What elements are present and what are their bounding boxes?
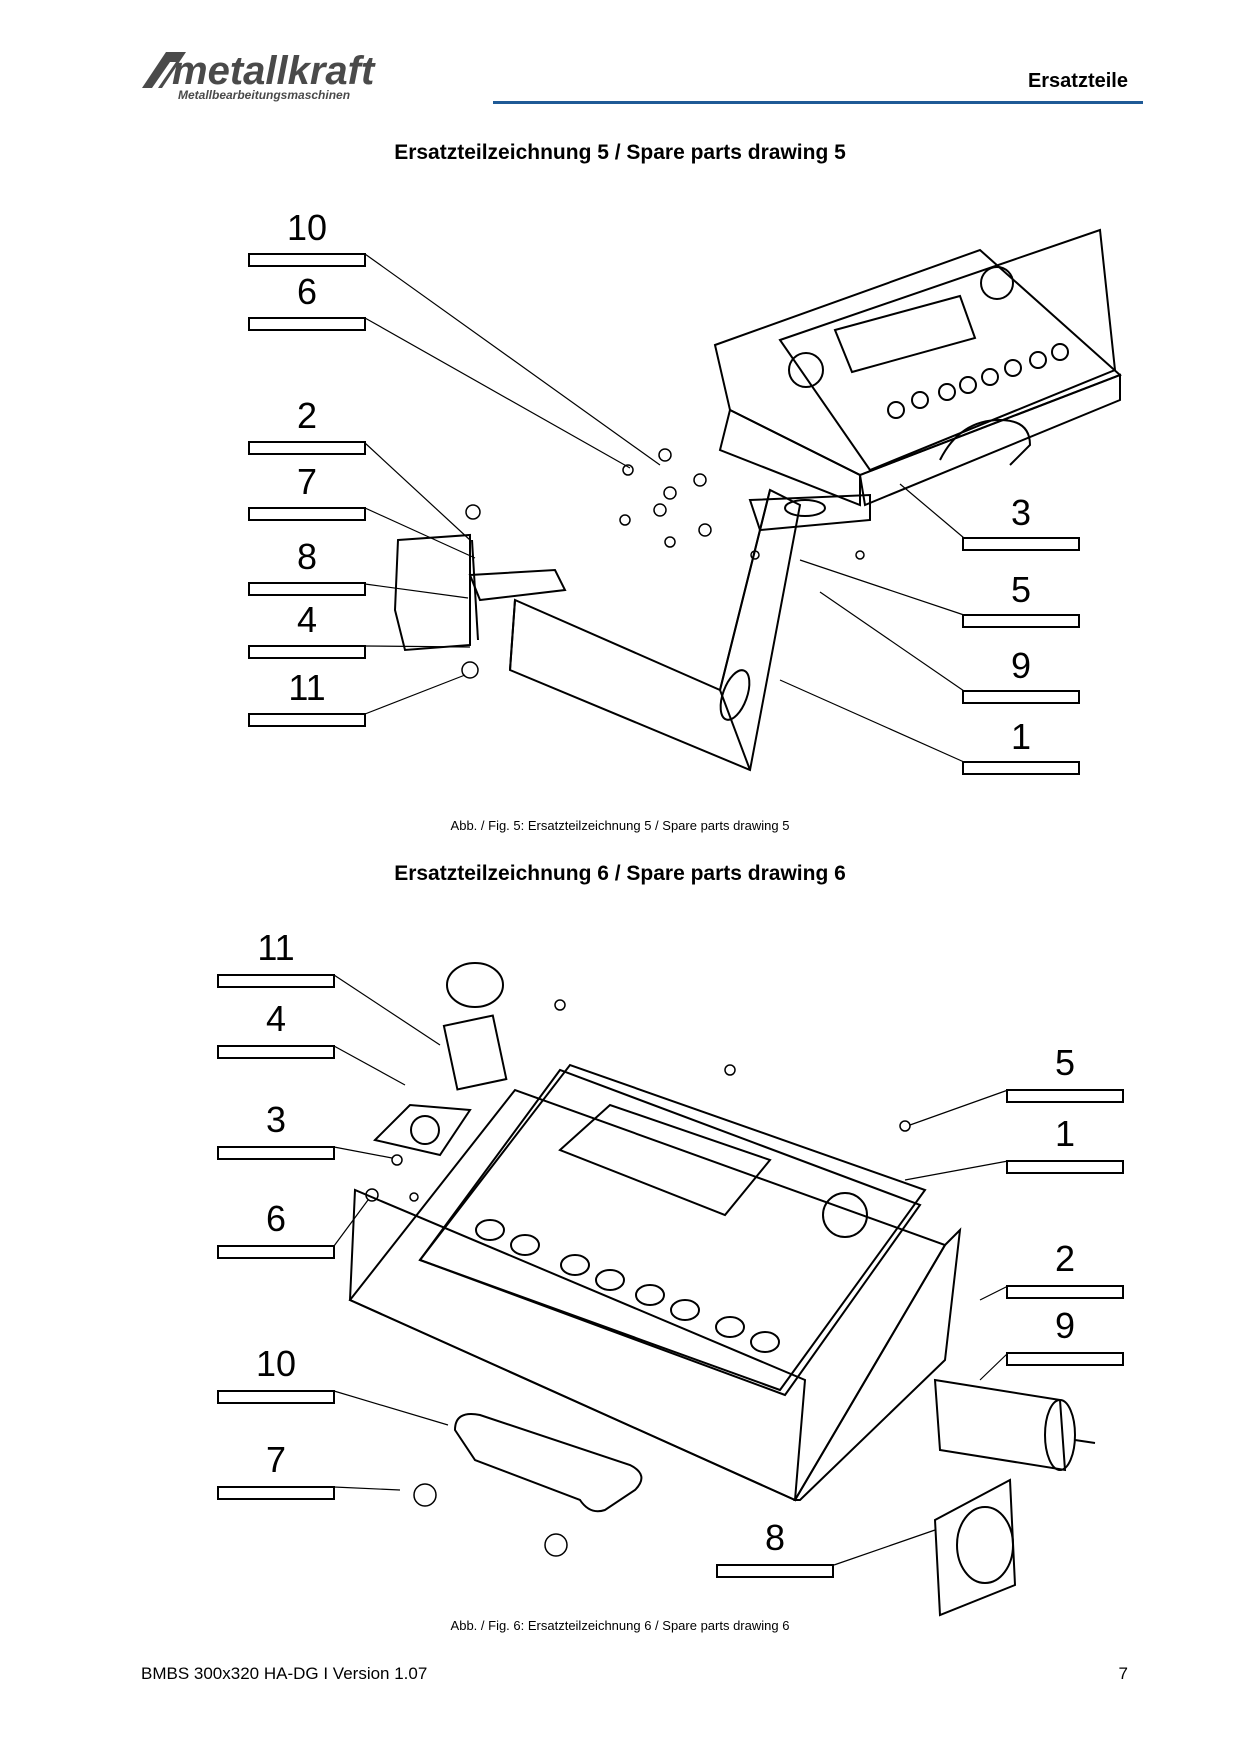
estop-assembly	[373, 962, 508, 1157]
callout-box	[962, 761, 1080, 775]
callout-box	[217, 1486, 335, 1500]
callout-label: 8	[764, 1517, 786, 1558]
callout-label: 2	[1054, 1238, 1076, 1279]
callout-label: 3	[1010, 492, 1032, 533]
callout-label: 6	[296, 271, 318, 312]
drawing6-illustration	[333, 962, 1096, 1617]
page-number: 7	[1118, 1664, 1128, 1683]
callout-label: 9	[1054, 1305, 1076, 1346]
callout-box	[716, 1564, 834, 1578]
callout-box	[1006, 1089, 1124, 1103]
header-rule	[493, 101, 1143, 104]
callout-label: 1	[1054, 1113, 1076, 1154]
control-box	[713, 228, 1122, 507]
drawing5-title: Ersatzteilzeichnung 5 / Spare parts draw…	[394, 141, 846, 164]
callout-box	[248, 645, 366, 659]
brand-subtitle: Metallbearbeitungsmaschinen	[178, 88, 351, 102]
callout-box	[248, 713, 366, 727]
callout-label: 4	[296, 599, 318, 640]
callout-label: 10	[286, 207, 328, 248]
swing-arm	[508, 488, 871, 772]
callout-box	[217, 974, 335, 988]
callout-label: 5	[1010, 569, 1032, 610]
drawing5-leaders	[364, 253, 965, 763]
callout-box	[248, 317, 366, 331]
callout-box	[1006, 1160, 1124, 1174]
callout-label: 8	[296, 536, 318, 577]
drawing6-caption: Abb. / Fig. 6: Ersatzteilzeichnung 6 / S…	[450, 1618, 790, 1633]
callout-label: 10	[255, 1343, 297, 1384]
drawing6-leaders	[333, 974, 1009, 1566]
callout-label: 1	[1010, 716, 1032, 757]
screws	[365, 999, 911, 1557]
drawing6-title: Ersatzteilzeichnung 6 / Spare parts draw…	[394, 862, 846, 885]
callout-box	[217, 1245, 335, 1259]
callout-box	[248, 441, 366, 455]
callout-label: 4	[265, 998, 287, 1039]
callout-label: 3	[265, 1099, 287, 1140]
drawing6	[333, 962, 1096, 1617]
brand-wordmark: metallkraft	[172, 49, 376, 93]
drawing5-caption: Abb. / Fig. 5: Ersatzteilzeichnung 5 / S…	[450, 818, 790, 833]
screws	[461, 448, 865, 679]
callout-box	[962, 537, 1080, 551]
callout-box	[962, 614, 1080, 628]
callout-label: 7	[296, 461, 318, 502]
callout-label: 7	[265, 1439, 287, 1480]
hinge-bracket	[393, 533, 567, 652]
callout-label: 2	[296, 395, 318, 436]
callout-label: 5	[1054, 1042, 1076, 1083]
callout-label: 11	[257, 927, 295, 968]
callout-box	[248, 507, 366, 521]
callout-box	[217, 1390, 335, 1404]
front-panel	[418, 1063, 927, 1392]
callout-label: 6	[265, 1198, 287, 1239]
callout-box	[217, 1045, 335, 1059]
footer-doc: BMBS 300x320 HA-DG I Version 1.07	[141, 1664, 428, 1683]
callout-box	[217, 1146, 335, 1160]
drawing5	[0, 0, 1240, 840]
callout-box	[962, 690, 1080, 704]
callout-label: 9	[1010, 645, 1032, 686]
callout-label: 11	[288, 667, 326, 708]
motor	[933, 1378, 1096, 1472]
callout-box	[1006, 1352, 1124, 1366]
housing	[348, 1068, 962, 1502]
handle	[453, 1413, 643, 1513]
brand-logo: metallkraft Metallbearbeitungsmaschinen	[140, 46, 470, 106]
callout-box	[1006, 1285, 1124, 1299]
section-title: Ersatzteile	[1027, 70, 1128, 92]
drawing5-illustration	[364, 228, 1122, 772]
main-switch	[933, 1478, 1017, 1617]
callout-box	[248, 582, 366, 596]
logo-mark-icon: metallkraft	[142, 49, 376, 93]
callout-box	[248, 253, 366, 267]
